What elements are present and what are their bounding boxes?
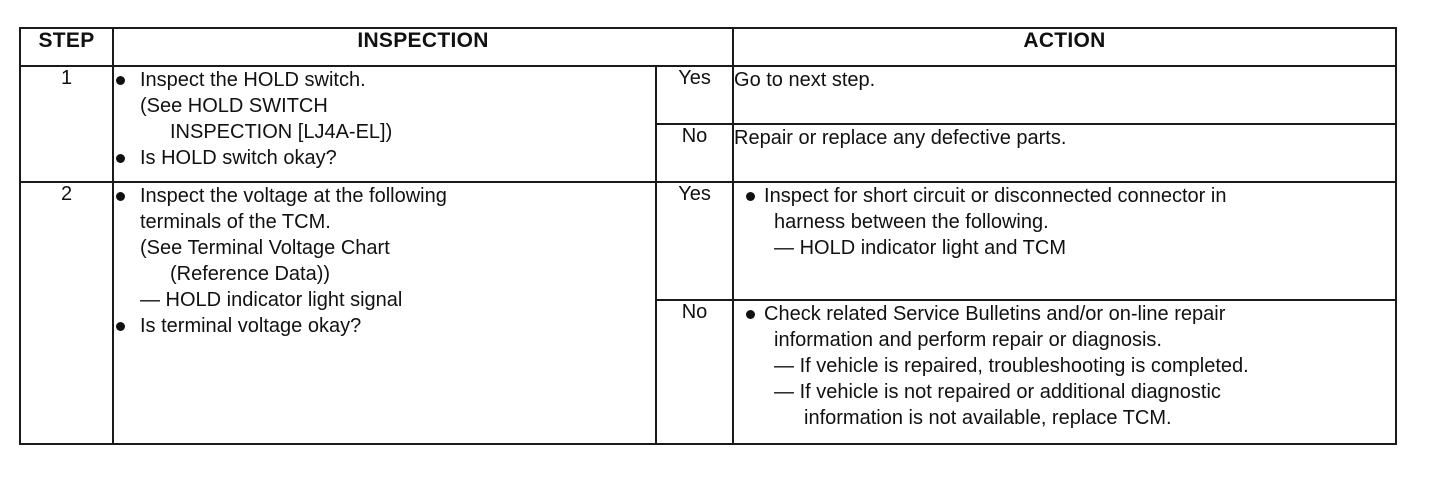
action-line: Repair or replace any defective parts. <box>734 127 1067 149</box>
inspection-line: INSPECTION [LJ4A-EL]) <box>170 121 393 143</box>
inspection-line: Is terminal voltage okay? <box>114 313 655 339</box>
inspection-line: terminals of the TCM. <box>140 211 331 233</box>
diagnostic-table: STEP INSPECTION ACTION 1 Inspect the HOL… <box>19 27 1398 445</box>
action-line: — If vehicle is repaired, troubleshootin… <box>774 355 1249 377</box>
yes-label: Yes <box>654 181 735 301</box>
table-row: 1 Inspect the HOLD switch. (See HOLD SWI… <box>19 65 1398 183</box>
action-line: — If vehicle is not repaired or addition… <box>774 381 1221 403</box>
inspection-line: Is HOLD switch okay? <box>114 145 655 171</box>
action-line: Check related Service Bulletins and/or o… <box>734 301 1395 327</box>
action-line: harness between the following. <box>774 211 1049 233</box>
table-row: No Check related Service Bulletins and/o… <box>20 299 1398 445</box>
inspection-line: (See Terminal Voltage Chart <box>140 237 390 259</box>
table-row: 2 Inspect the voltage at the following t… <box>19 181 1398 445</box>
action-line: Inspect for short circuit or disconnecte… <box>734 183 1395 209</box>
inspection-line: Inspect the HOLD switch. <box>114 67 655 93</box>
table-row: No Repair or replace any defective parts… <box>20 123 1398 183</box>
action-line: — HOLD indicator light and TCM <box>774 237 1066 259</box>
header-step: STEP <box>19 27 114 67</box>
inspection-line: (See HOLD SWITCH <box>140 95 328 117</box>
header-action: ACTION <box>732 27 1398 67</box>
inspection-line: Inspect the voltage at the following <box>114 183 655 209</box>
inspection-cell: Inspect the voltage at the following ter… <box>112 181 657 445</box>
inspection-line: (Reference Data)) <box>170 263 331 285</box>
step-number: 2 <box>19 181 114 445</box>
header-row: STEP INSPECTION ACTION <box>19 27 1398 67</box>
step-number: 1 <box>19 65 114 183</box>
action-cell: Go to next step. <box>732 65 1398 125</box>
header-inspection: INSPECTION <box>111 27 735 67</box>
no-label: No <box>654 299 735 445</box>
yes-label: Yes <box>654 65 735 125</box>
action-cell: Inspect for short circuit or disconnecte… <box>732 181 1398 301</box>
action-line: information and perform repair or diagno… <box>774 329 1162 351</box>
no-label: No <box>654 123 735 183</box>
action-line: information is not available, replace TC… <box>804 407 1172 429</box>
action-cell: Repair or replace any defective parts. <box>732 123 1398 183</box>
action-line: Go to next step. <box>734 69 876 91</box>
action-cell: Check related Service Bulletins and/or o… <box>732 299 1398 445</box>
inspection-cell: Inspect the HOLD switch. (See HOLD SWITC… <box>112 65 657 183</box>
inspection-line: — HOLD indicator light signal <box>140 289 403 311</box>
